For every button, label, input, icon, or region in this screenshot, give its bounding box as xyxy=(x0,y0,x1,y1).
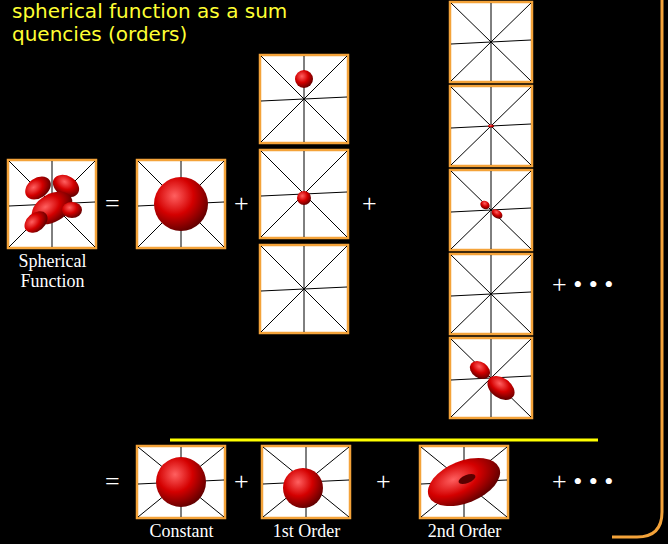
operator-label: = xyxy=(105,189,120,219)
operator-label: + xyxy=(376,467,391,497)
function-box: 1st Order xyxy=(262,446,351,518)
function-box: Spherical Function xyxy=(8,160,97,248)
function-box: 2nd Order xyxy=(420,446,509,518)
operator-label: + • • • xyxy=(552,467,613,497)
box-caption: 2nd Order xyxy=(420,521,509,541)
box-caption: Spherical Function xyxy=(8,251,97,291)
operator-label: + xyxy=(234,189,249,219)
operator-label: + • • • xyxy=(552,270,613,300)
box-caption: 1st Order xyxy=(262,521,351,541)
box-caption: Constant xyxy=(137,521,226,541)
operator-label: = xyxy=(105,467,120,497)
slide-title: spherical function as a sum quencies (or… xyxy=(12,0,362,46)
function-box: Constant xyxy=(137,446,226,518)
operator-label: + xyxy=(362,189,377,219)
operator-label: + xyxy=(234,467,249,497)
